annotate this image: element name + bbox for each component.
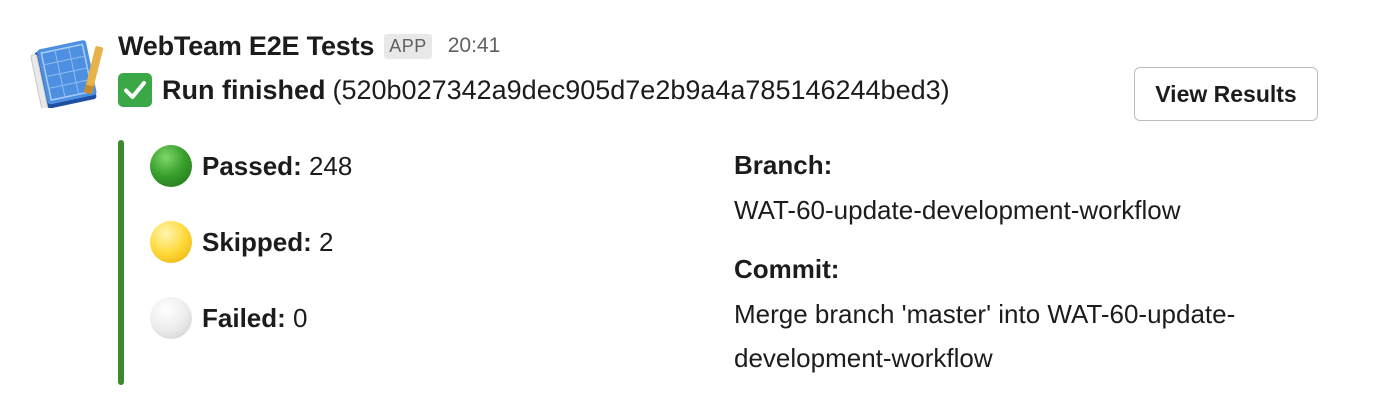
stat-failed: Failed: 0 [150,296,308,340]
yellow-circle-icon [150,221,192,263]
white-check-mark-icon [118,73,152,107]
view-results-button[interactable]: View Results [1134,67,1318,121]
stat-failed-value: 0 [293,302,308,333]
app-badge: APP [384,33,432,59]
stat-failed-label: Failed: [202,302,286,333]
white-circle-icon [150,297,192,339]
stat-skipped-label: Skipped: [202,226,312,257]
blueprint-app-icon[interactable] [30,38,106,108]
stat-passed: Passed: 248 [150,144,352,188]
message-timestamp[interactable]: 20:41 [447,34,501,57]
commit-label: Commit: [734,254,840,284]
stat-skipped: Skipped: 2 [150,220,334,264]
green-circle-icon [150,145,192,187]
commit-value: Merge branch 'master' into WAT-60-update… [734,299,1236,373]
stat-skipped-value: 2 [319,226,334,257]
sender-name[interactable]: WebTeam E2E Tests [118,30,375,61]
attachment-color-bar [118,140,124,385]
stat-passed-value: 248 [308,150,353,181]
branch-value: WAT-60-update-development-workflow [734,195,1181,225]
run-hash: (520b027342a9dec905d7e2b9a4a785146244bed… [332,74,950,105]
run-title: Run finished [162,74,326,105]
run-status-line: Run finished (520b027342a9dec905d7e2b9a4… [118,70,950,110]
message-header: WebTeam E2E Tests APP 20:41 [118,28,500,64]
branch-label: Branch: [734,150,833,180]
stat-passed-label: Passed: [202,150,302,181]
